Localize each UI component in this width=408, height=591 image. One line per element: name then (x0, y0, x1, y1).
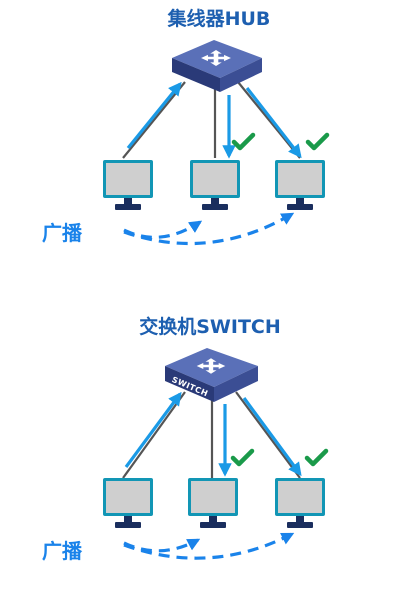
check-icon (307, 451, 326, 464)
switch-broadcast-label: 广播 (42, 539, 83, 563)
check-icon (234, 135, 253, 148)
hub-title: 集线器HUB (167, 7, 271, 30)
hub-diagram: 集线器HUB 广播 (42, 7, 327, 246)
pc-3-monitor-icon (275, 160, 325, 210)
pc-1-monitor-icon (103, 160, 153, 210)
hub-broadcast-label: 广播 (42, 221, 83, 245)
pc-2-monitor-icon (190, 160, 240, 210)
downlink-arrow-pc3 (242, 397, 302, 477)
hub-broadcast-arrows (123, 212, 295, 246)
pc-3-monitor-icon (275, 478, 325, 528)
pc-2-monitor-icon (188, 478, 238, 528)
switch-arrows (124, 391, 302, 477)
switch-diagram: 交换机SWITCH SWITCH (42, 315, 326, 563)
check-icon (308, 135, 327, 148)
hub-device (172, 40, 262, 92)
switch-broadcast-arrows (123, 532, 295, 560)
switch-device: SWITCH (165, 348, 258, 402)
pc-1-monitor-icon (103, 478, 153, 528)
uplink-arrow (126, 81, 182, 150)
hub-arrows (126, 81, 302, 159)
switch-title: 交换机SWITCH (139, 315, 281, 338)
uplink-arrow (124, 391, 182, 468)
downlink-arrow-pc3 (245, 87, 302, 159)
check-icon (233, 451, 252, 464)
